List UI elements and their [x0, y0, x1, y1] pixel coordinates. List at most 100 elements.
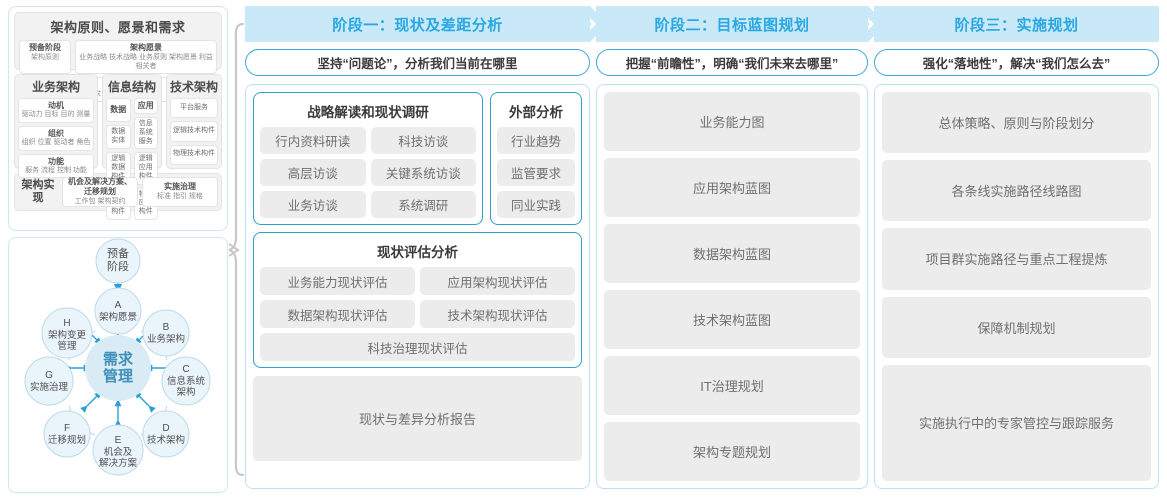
phase-1-subtitle: 坚持“问题论”，分析我们当前在哪里 [245, 49, 590, 76]
togaf-information-title: 信息结构 [107, 80, 156, 94]
togaf-prep-cell: 预备阶段 架构原则 [19, 40, 71, 75]
phase-1-header: 阶段一：现状及差距分析 [245, 6, 608, 42]
togaf-bottom-cell: 实施治理 标准 指引 规格 [142, 177, 218, 207]
list-item[interactable]: 科技访谈 [370, 127, 476, 154]
togaf-box: 动机 驱动力 目标 目的 测量 [18, 98, 94, 123]
svg-text:解决方案: 解决方案 [99, 457, 138, 469]
svg-text:技术架构: 技术架构 [147, 434, 185, 446]
svg-text:D: D [162, 423, 169, 434]
list-item[interactable]: 业务访谈 [260, 191, 366, 218]
strategy-survey-card: 战略解读和现状调研 行内资料研读 科技访谈 高层访谈 关键系统访谈 业务访谈 系… [253, 92, 483, 225]
phase-2-subtitle: 把握“前瞻性”，明确“我们未来去哪里” [596, 49, 868, 76]
list-item[interactable]: 业务能力现状评估 [260, 267, 415, 295]
list-item[interactable]: 应用架构蓝图 [604, 158, 860, 217]
togaf-prep-title: 预备阶段 [29, 43, 61, 52]
phase-3-body: 总体策略、原则与阶段划分 各条线实施路径线路图 项目群实施路径与重点工程提炼 保… [874, 84, 1159, 489]
togaf-vision-title: 架构愿景 [130, 43, 162, 52]
list-item[interactable]: 监管要求 [497, 159, 575, 186]
adm-cycle-panel: 需求 管理 预备 阶段 A 架构愿景 B 业务架构 C 信息系统 架构 [8, 237, 228, 493]
togaf-middle-row: 业务架构 动机 驱动力 目标 目的 测量 组织 组织 位置 驱动者 角色 功能 [14, 74, 222, 220]
phase-2-header: 阶段二：目标蓝图规划 [596, 6, 886, 42]
adm-node-c [161, 356, 211, 406]
list-item[interactable]: 技术架构现状评估 [420, 300, 575, 328]
phase-3-title: 阶段三：实施规划 [954, 16, 1079, 34]
list-item[interactable]: 总体策略、原则与阶段划分 [882, 92, 1151, 154]
adm-center-label-1: 需求 [103, 350, 134, 368]
list-item[interactable]: 数据架构现状评估 [260, 300, 415, 328]
togaf-box: 平台服务 [170, 98, 218, 119]
gap-analysis-report[interactable]: 现状与差异分析报告 [253, 376, 582, 461]
togaf-header-band: 架构原则、愿景和需求 预备阶段 架构原则 架构愿景 业务战略 技术战略 业务原则… [14, 12, 222, 103]
togaf-realization-label: 架构实现 [21, 178, 55, 204]
list-item[interactable]: 实施执行中的专家管控与跟踪服务 [882, 364, 1151, 481]
strategy-survey-items: 行内资料研读 科技访谈 高层访谈 关键系统访谈 业务访谈 系统调研 [260, 127, 476, 218]
togaf-bottom-title: 实施治理 [164, 182, 196, 192]
adm-center-node [85, 335, 151, 401]
adm-node-f [43, 410, 91, 458]
phase-2-title: 阶段二：目标蓝图规划 [654, 16, 810, 34]
list-item[interactable]: 应用架构现状评估 [420, 267, 575, 295]
togaf-technology-title: 技术架构 [170, 80, 219, 94]
togaf-bottom-sub: 工作包 架构契约 [74, 198, 126, 206]
togaf-box: 信息系统服务 [133, 117, 158, 150]
list-item[interactable]: 架构专题规划 [604, 422, 860, 481]
phase-2-body: 业务能力图 应用架构蓝图 数据架构蓝图 技术架构蓝图 IT治理规划 架构专题规划 [596, 84, 868, 489]
adm-center-label-2: 管理 [103, 367, 133, 385]
adm-node-e [92, 424, 144, 476]
adm-node-prep [95, 238, 141, 284]
list-item[interactable]: 高层访谈 [260, 159, 366, 186]
connector-brace-icon [228, 22, 245, 477]
togaf-box-title: 动机 [48, 101, 64, 110]
togaf-business-column: 业务架构 动机 驱动力 目标 目的 测量 组织 组织 位置 驱动者 角色 功能 [14, 74, 98, 179]
togaf-framework-panel: 架构原则、愿景和需求 预备阶段 架构原则 架构愿景 业务战略 技术战略 业务原则… [8, 6, 228, 231]
list-item[interactable]: 行内资料研读 [260, 127, 366, 154]
list-item[interactable]: 系统调研 [370, 191, 476, 218]
list-item[interactable]: 关键系统访谈 [370, 159, 476, 186]
adm-node-a [94, 287, 142, 335]
list-item[interactable]: 各条线实施路径线路图 [882, 160, 1151, 222]
current-state-assessment-card: 现状评估分析 业务能力现状评估 应用架构现状评估 数据架构现状评估 技术架构现状… [253, 232, 582, 368]
togaf-header-row: 预备阶段 架构原则 架构愿景 业务战略 技术战略 业务原则 架构愿景 利益相关者 [19, 40, 217, 75]
phase-3-subtitle: 强化“落地性”，解决“我们怎么去” [874, 49, 1159, 76]
svg-text:G: G [45, 370, 53, 381]
togaf-group-header: 应用 [133, 98, 158, 114]
list-item[interactable]: 保障机制规划 [882, 296, 1151, 358]
togaf-box-title: 功能 [48, 156, 64, 166]
svg-text:迁移规划: 迁移规划 [48, 434, 86, 446]
list-item[interactable]: 行业趋势 [497, 127, 575, 154]
phase-1-top-row: 战略解读和现状调研 行内资料研读 科技访谈 高层访谈 关键系统访谈 业务访谈 系… [253, 92, 582, 225]
assessment-items: 业务能力现状评估 应用架构现状评估 数据架构现状评估 技术架构现状评估 科技治理… [260, 267, 575, 361]
external-analysis-card: 外部分析 行业趋势 监管要求 同业实践 [490, 92, 582, 225]
togaf-business-boxes: 动机 驱动力 目标 目的 测量 组织 组织 位置 驱动者 角色 功能 服务 流程… [18, 98, 94, 179]
adm-node-b [142, 309, 190, 357]
svg-text:H: H [63, 318, 70, 329]
togaf-vision-sub: 业务战略 技术战略 业务原则 架构愿景 利益相关者 [79, 54, 213, 71]
svg-text:架构变更: 架构变更 [48, 329, 87, 341]
togaf-technology-column: 技术架构 平台服务 逻辑技术构件 物理技术构件 [166, 74, 222, 169]
strategy-survey-title: 战略解读和现状调研 [307, 105, 429, 120]
togaf-technology-boxes: 平台服务 逻辑技术构件 物理技术构件 [170, 98, 218, 165]
svg-text:F: F [64, 423, 70, 434]
external-analysis-title: 外部分析 [509, 105, 563, 120]
external-analysis-items: 行业趋势 监管要求 同业实践 [497, 127, 575, 218]
svg-text:架构愿景: 架构愿景 [99, 311, 137, 323]
svg-text:实施治理: 实施治理 [30, 381, 69, 393]
togaf-business-title: 业务架构 [31, 80, 80, 94]
list-item[interactable]: 数据架构蓝图 [604, 224, 860, 283]
list-item[interactable]: IT治理规划 [604, 356, 860, 415]
adm-node-g [24, 356, 74, 406]
svg-text:A: A [115, 300, 122, 311]
svg-text:信息系统: 信息系统 [167, 375, 206, 387]
list-item[interactable]: 同业实践 [497, 191, 575, 218]
adm-node-prep-label-1: 预备 [107, 246, 129, 260]
list-item[interactable]: 业务能力图 [604, 92, 860, 151]
togaf-box: 物理技术构件 [170, 144, 218, 165]
svg-text:管理: 管理 [57, 340, 77, 352]
list-item[interactable]: 科技治理现状评估 [260, 333, 575, 361]
phase-3-column: 阶段三：实施规划 强化“落地性”，解决“我们怎么去” 总体策略、原则与阶段划分 … [874, 6, 1159, 489]
togaf-box: 逻辑技术构件 [170, 121, 218, 142]
list-item[interactable]: 技术架构蓝图 [604, 290, 860, 349]
list-item[interactable]: 项目群实施路径与重点工程提炼 [882, 228, 1151, 290]
togaf-box: 功能 服务 流程 控制 功能 [18, 153, 94, 179]
